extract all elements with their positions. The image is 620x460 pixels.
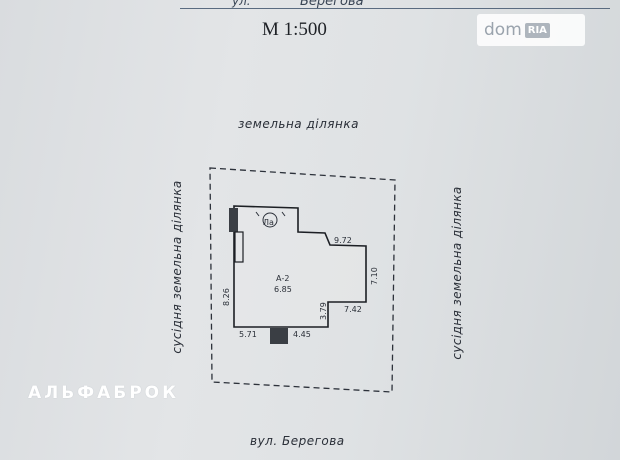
street-name-top: Берегова xyxy=(300,0,364,9)
building-outline xyxy=(233,205,367,328)
agency-watermark: АЛЬФАБРОК xyxy=(28,383,180,403)
porch-mark: Ла xyxy=(263,218,274,227)
dim-top: 9.72 xyxy=(334,236,352,245)
dim-step-right: 7.42 xyxy=(344,305,362,314)
porch-circle xyxy=(262,212,278,228)
dim-bottom-left: 5.71 xyxy=(239,330,257,339)
plot-boundary xyxy=(209,167,396,393)
dim-bottom-right: 4.45 xyxy=(293,330,311,339)
north-plot-label: земельна ділянка xyxy=(238,117,359,131)
dim-step-vertical: 3.79 xyxy=(319,302,328,320)
room-id: А-2 xyxy=(276,274,289,283)
porch-hatch xyxy=(229,208,238,232)
logo-brand: dom xyxy=(484,20,522,40)
porch-tick-1 xyxy=(255,211,260,217)
street-prefix-top: ул. xyxy=(232,0,251,8)
scale-label: М 1:500 xyxy=(262,19,327,40)
room-area: 6.85 xyxy=(274,285,292,294)
porch-tick-2 xyxy=(281,211,286,217)
south-street-label: вул. Берегова xyxy=(250,434,345,448)
porch-wall xyxy=(234,231,244,263)
dim-right: 7.10 xyxy=(370,267,379,285)
dom-ria-logo: dom RIA xyxy=(477,14,585,46)
entrance-steps xyxy=(270,328,288,344)
street-underline xyxy=(180,8,610,9)
dim-left: 8.26 xyxy=(222,288,231,306)
logo-badge: RIA xyxy=(524,22,550,38)
